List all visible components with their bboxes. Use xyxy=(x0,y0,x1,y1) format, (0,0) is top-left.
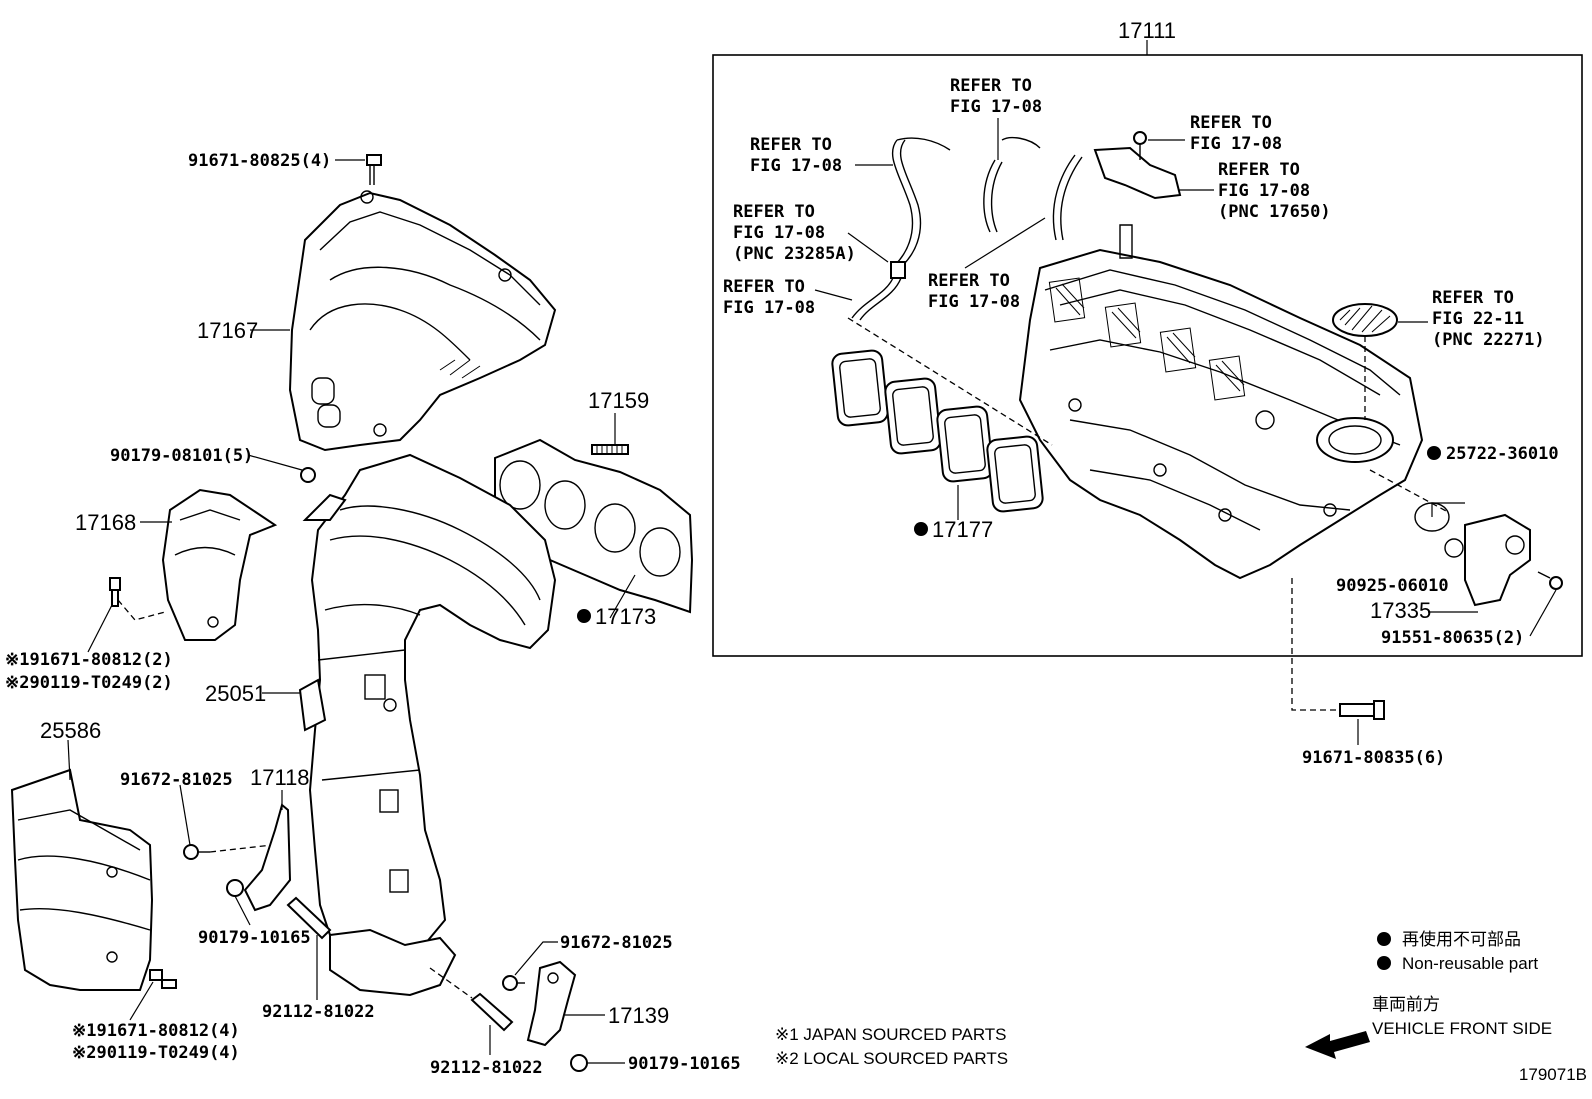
label-91671-80835: 91671-80835(6) xyxy=(1302,748,1445,768)
stud-92112-81022-a xyxy=(286,896,332,940)
label-25051: 25051 xyxy=(205,681,266,706)
refer-top-right-1: REFER TO xyxy=(1190,113,1272,133)
refer-pnc23285a-2: FIG 17-08 xyxy=(733,223,825,243)
throttle-gasket-22271 xyxy=(1332,303,1398,337)
refer-pnc17650-3: (PNC 17650) xyxy=(1218,202,1331,222)
legend-dot-icon xyxy=(1377,932,1391,946)
label-91671-80812-a: ※191671-80812(2) xyxy=(5,650,173,670)
refer-pnc23285a-3: (PNC 23285A) xyxy=(733,244,856,264)
heat-shield-17168 xyxy=(161,488,278,641)
label-92112-81022-a: 92112-81022 xyxy=(262,1002,375,1022)
front-en: VEHICLE FRONT SIDE xyxy=(1372,1019,1552,1038)
bolt-91672-81025-left xyxy=(183,844,210,860)
nut-90179-10165-b xyxy=(570,1054,588,1072)
label-17111: 17111 xyxy=(1118,18,1176,43)
label-91672-81025-a: 91672-81025 xyxy=(120,770,233,790)
heat-insulator-25586 xyxy=(10,768,154,991)
label-90119-t0249-a: ※290119-T0249(2) xyxy=(5,673,173,693)
label-90179-10165-b: 90179-10165 xyxy=(628,1054,741,1074)
label-91671-80812-b: ※191671-80812(4) xyxy=(72,1021,240,1041)
label-25722-36010: 25722-36010 xyxy=(1446,444,1559,464)
label-91671-80825: 91671-80825(4) xyxy=(188,151,331,171)
label-17159: 17159 xyxy=(588,388,649,413)
label-17167: 17167 xyxy=(197,318,258,343)
refer-top-center-1: REFER TO xyxy=(950,76,1032,96)
label-17335: 17335 xyxy=(1370,598,1431,623)
intake-manifold-group: 17111 xyxy=(712,18,1583,657)
legend-en: Non-reusable part xyxy=(1402,954,1538,973)
non-reusable-mark xyxy=(577,609,591,623)
label-90179-08101: 90179-08101(5) xyxy=(110,446,253,466)
label-17118: 17118 xyxy=(250,765,310,790)
vsv-bracket-part xyxy=(1093,131,1182,200)
refer-top-right-2: FIG 17-08 xyxy=(1190,134,1282,154)
label-91551-80635: 91551-80635(2) xyxy=(1381,628,1524,648)
refer-pnc23285a-1: REFER TO xyxy=(733,202,815,222)
note-japan-sourced: ※1 JAPAN SOURCED PARTS xyxy=(775,1025,1007,1044)
bolt-91671-80835 xyxy=(1291,578,1385,720)
exhaust-manifold-25051 xyxy=(298,453,557,997)
stud-92112-81022-b xyxy=(470,992,514,1032)
label-91672-81025-b: 91672-81025 xyxy=(560,933,673,953)
front-arrow-icon xyxy=(1305,1031,1370,1059)
non-reusable-mark xyxy=(914,522,928,536)
refer-mid-center-1: REFER TO xyxy=(928,271,1010,291)
vacuum-hoses xyxy=(851,136,1083,321)
bolt-91671-80825 xyxy=(366,154,382,185)
refer-pnc17650-2: FIG 17-08 xyxy=(1218,181,1310,201)
label-17168: 17168 xyxy=(75,510,136,535)
refer-pnc22271-2: FIG 22-11 xyxy=(1432,309,1524,329)
label-25586: 25586 xyxy=(40,718,101,743)
refer-pnc17650-1: REFER TO xyxy=(1218,160,1300,180)
note-local-sourced: ※2 LOCAL SOURCED PARTS xyxy=(775,1049,1008,1068)
stud-17159 xyxy=(591,444,629,455)
seal-90925 xyxy=(1444,538,1464,558)
sensor-17335-part xyxy=(1464,513,1531,607)
bracket-17139 xyxy=(526,960,577,1047)
bolt-91671-80812-lower xyxy=(149,969,177,989)
legend-dot-icon xyxy=(1377,956,1391,970)
bracket-17118 xyxy=(226,803,292,912)
refer-lower-left-2: FIG 17-08 xyxy=(723,298,815,318)
refer-hose-left-1: REFER TO xyxy=(750,135,832,155)
refer-lower-left-1: REFER TO xyxy=(723,277,805,297)
bolt-91551 xyxy=(1537,571,1563,590)
nut-90179-08101 xyxy=(300,467,316,483)
heat-insulator-17167 xyxy=(288,190,557,452)
refer-mid-center-2: FIG 17-08 xyxy=(928,292,1020,312)
front-jp: 車両前方 xyxy=(1372,995,1440,1014)
label-90179-10165-a: 90179-10165 xyxy=(198,928,311,948)
label-90925-06010: 90925-06010 xyxy=(1336,576,1449,596)
label-90119-t0249-b: ※290119-T0249(4) xyxy=(72,1043,240,1063)
intake-manifold-part xyxy=(1018,224,1424,580)
refer-hose-left-2: FIG 17-08 xyxy=(750,156,842,176)
bolt-91671-80812-upper xyxy=(109,577,121,607)
refer-pnc22271-1: REFER TO xyxy=(1432,288,1514,308)
label-92112-81022-b: 92112-81022 xyxy=(430,1058,543,1078)
bolt-91672-81025-right xyxy=(502,975,525,991)
refer-pnc22271-3: (PNC 22271) xyxy=(1432,330,1545,350)
figure-id: 179071B xyxy=(1519,1065,1587,1084)
non-reusable-mark xyxy=(1427,446,1441,460)
legend-jp: 再使用不可部品 xyxy=(1402,929,1521,949)
label-17139: 17139 xyxy=(608,1003,669,1028)
refer-top-center-2: FIG 17-08 xyxy=(950,97,1042,117)
label-17173: 17173 xyxy=(595,604,656,629)
label-17177: 17177 xyxy=(932,517,993,542)
intake-gaskets-17177 xyxy=(831,349,1044,513)
